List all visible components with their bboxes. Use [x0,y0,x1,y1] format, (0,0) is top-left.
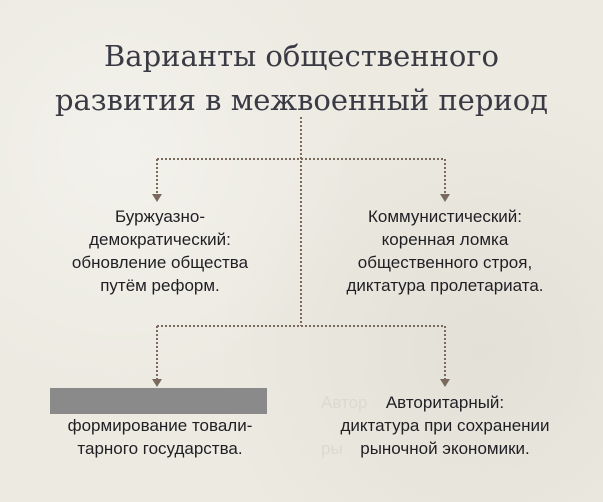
title-line-1: Варианты общественного [103,39,500,73]
variant-bourgeois-line4: путём реформ. [100,276,220,295]
ghost-text-bottom: ры [321,439,343,458]
variant-communist: Коммунистический: коренная ломка обществ… [312,205,578,297]
ghost-text-top: Автор [321,393,368,412]
variant-totalitarian: формирование товали- тарного государства… [40,414,280,460]
variant-authoritarian-line3: рыночной экономики. [360,439,530,458]
slide-title: Варианты общественного развития в межвое… [0,34,603,122]
variant-communist-line1: Коммунистический: [367,207,523,226]
variant-communist-line4: диктатура пролетариата. [346,276,544,295]
variant-bourgeois-line1: Буржуазно- [115,207,205,226]
variant-totalitarian-line2: тарного государства. [77,439,243,458]
variant-communist-line2: коренная ломка [381,230,509,249]
title-line-2: развития в межвоенный период [54,83,549,117]
variant-bourgeois-democratic: Буржуазно- демократический: обновление о… [40,205,280,297]
arrowhead-top-left [152,194,162,202]
variant-totalitarian-line1: формирование товали- [67,416,253,435]
variant-authoritarian: Авторитарный: диктатура при сохранении р… [310,391,580,460]
variant-authoritarian-line1: Авторитарный: [385,393,505,412]
redaction-bar [50,388,267,414]
variant-communist-line3: общественного строя, [357,253,533,272]
arrowhead-top-right [440,194,450,202]
variant-authoritarian-line2: диктатура при сохранении [340,416,550,435]
variant-bourgeois-line2: демократический: [89,230,231,249]
arrowhead-bottom-right [440,379,450,387]
variant-bourgeois-line3: обновление общества [71,253,249,272]
arrowhead-bottom-left [152,379,162,387]
